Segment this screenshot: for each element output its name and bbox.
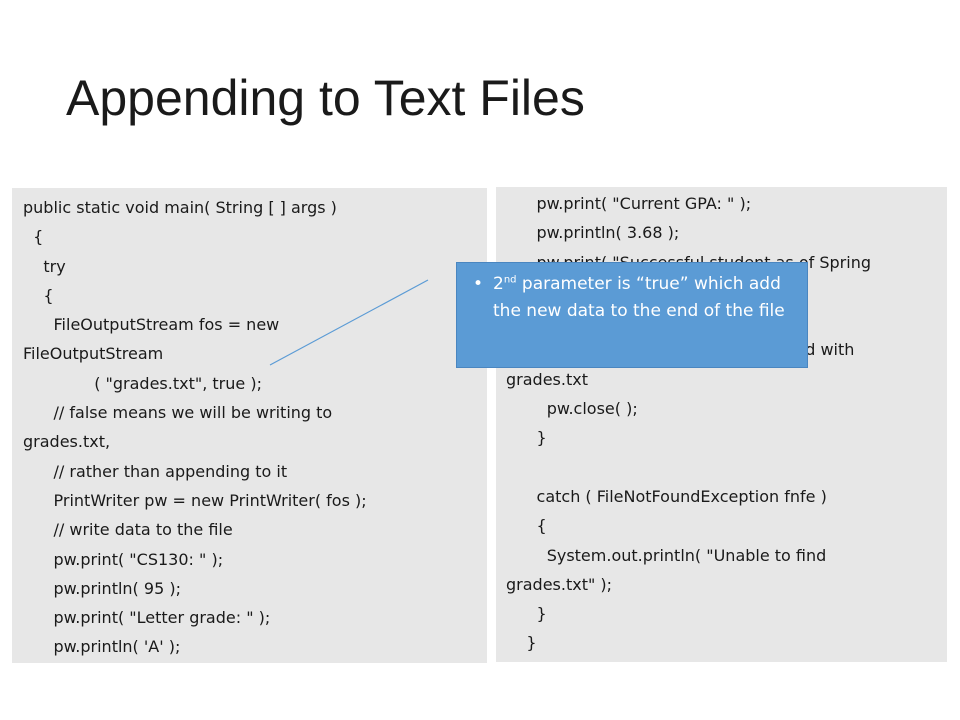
left-code-line: pw.print( "CS130: " ); [23, 549, 224, 569]
left-code-line: { [23, 285, 54, 305]
left-code-line: grades.txt, [23, 432, 111, 452]
right-code-line: } [506, 604, 547, 624]
slide-title: Appending to Text Files [66, 70, 585, 126]
left-code-line: pw.println( 95 ); [23, 578, 181, 598]
callout-text: 2nd parameter is “true” which add the ne… [493, 271, 797, 325]
right-code-line: pw.close( ); [506, 399, 638, 419]
left-code-line: FileOutputStream fos = new [23, 315, 280, 335]
right-code-line: System.out.println( "Unable to find [506, 545, 827, 565]
right-code-line: } [506, 633, 537, 653]
left-code-line: // write data to the file [23, 520, 233, 540]
callout-body: parameter is “true” which add the new da… [493, 274, 785, 321]
left-code-line: pw.println( 'A' ); [23, 637, 181, 657]
right-code-line: pw.println( 3.68 ); [506, 223, 680, 243]
annotation-callout: • 2nd parameter is “true” which add the … [456, 262, 808, 368]
left-code-line: // false means we will be writing to [23, 403, 333, 423]
right-code-line: pw.print( "Current GPA: " ); [506, 194, 752, 213]
left-code-line: // rather than appending to it [23, 461, 288, 481]
left-code-line: FileOutputStream [23, 344, 164, 364]
left-code-line: PrintWriter pw = new PrintWriter( fos ); [23, 490, 367, 510]
left-code-line: { [23, 227, 44, 247]
left-code-panel: public static void main( String [ ] args… [12, 188, 487, 663]
right-code-line: { [506, 516, 547, 536]
left-code-line: pw.print( "Letter grade: " ); [23, 608, 271, 628]
left-code-line: public static void main( String [ ] args… [23, 198, 337, 217]
left-code-line: try [23, 256, 66, 276]
right-code-line: catch ( FileNotFoundException fnfe ) [506, 486, 827, 506]
callout-bullet: • [473, 274, 484, 294]
callout-ordinal: nd [503, 274, 517, 286]
callout-number: 2 [493, 274, 504, 294]
left-code-line: ( "grades.txt", true ); [23, 373, 262, 393]
right-code-line: grades.txt [506, 369, 588, 389]
right-code-line: } [506, 428, 547, 448]
right-code-line: grades.txt" ); [506, 574, 613, 594]
